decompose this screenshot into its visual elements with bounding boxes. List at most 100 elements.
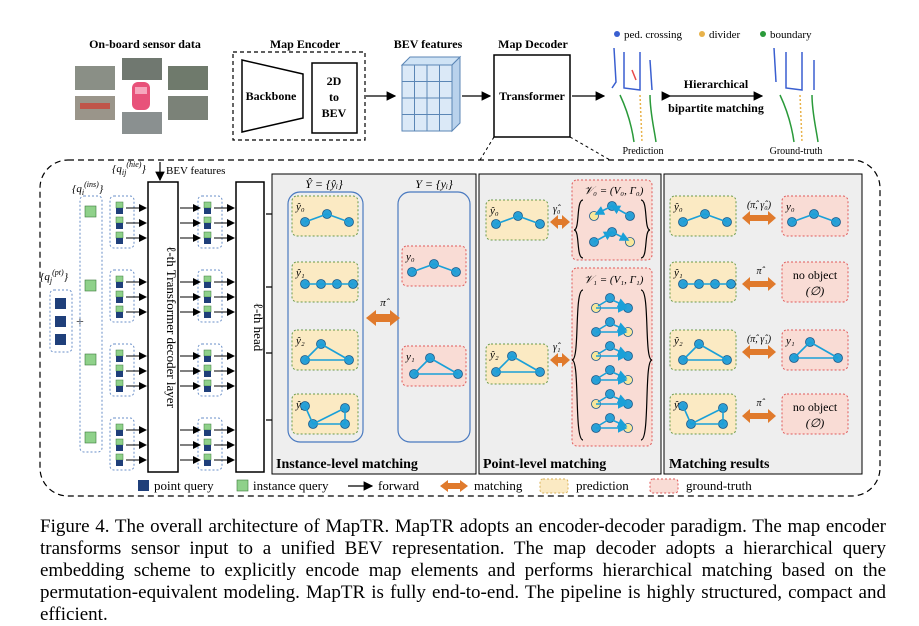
to-bev-line-2: to — [329, 90, 339, 104]
hie-query-instance-part — [115, 349, 124, 357]
matching-arrow — [742, 211, 776, 225]
set-label: 𝒱₁ = (V₁, Γ₁) — [584, 274, 644, 286]
hie-query-group — [109, 195, 135, 249]
bev-grid — [400, 55, 462, 133]
hie-query-point-part — [116, 386, 123, 392]
result-prediction-label: ŷ₂ — [673, 335, 683, 347]
car-icon — [132, 82, 150, 110]
onboard-label: On-board sensor data — [89, 37, 201, 51]
output-instance-part — [203, 438, 212, 446]
graph-edge — [597, 299, 609, 307]
boundary-dot — [760, 31, 766, 37]
matching-arrow — [742, 345, 776, 359]
matching-arrow — [742, 409, 776, 423]
hie-query-instance-part — [115, 438, 124, 446]
transformer-layer-label: ℓ-th Transformer decoder layer — [164, 246, 179, 408]
instance-query-group — [79, 195, 103, 453]
instance-query — [84, 205, 97, 218]
graph-directed-edge — [611, 322, 628, 332]
ground-truth-label: y₀ — [405, 251, 415, 263]
map-encoder-label: Map Encoder — [270, 37, 341, 51]
graph-edge — [793, 341, 811, 359]
prediction-label: Prediction — [622, 146, 663, 157]
graph-edge — [429, 357, 459, 375]
prediction-label: ŷ₁ — [295, 267, 305, 279]
legend-ground-truth: ground-truth — [686, 478, 752, 493]
result-prediction-label: ŷ₁ — [673, 267, 683, 279]
hie-query-instance-part — [115, 275, 124, 283]
ground-truth-label: Ground-truth — [770, 146, 823, 157]
hie-query-point-part — [116, 297, 123, 303]
decoder-bev-features-label: BEV features — [166, 165, 225, 177]
graph-edge — [326, 213, 350, 223]
result-arrow-label: π̂ — [756, 398, 765, 409]
prediction-label: ŷ₃ — [295, 399, 305, 411]
graph-edge — [411, 263, 435, 273]
result-prediction-label: ŷ₃ — [673, 399, 683, 411]
output-instance-part — [203, 453, 212, 461]
graph-edge — [597, 347, 609, 355]
graph-edge — [597, 323, 609, 331]
output-instance-part — [203, 364, 212, 372]
hie-query-instance-part — [115, 231, 124, 239]
head-label: ℓ-th head — [251, 303, 266, 352]
backbone-trapezoid — [241, 59, 304, 133]
hie-query-group — [109, 269, 135, 323]
prediction-label: ŷ₂ — [489, 349, 499, 361]
graph-directed-edge — [611, 370, 628, 380]
map-encoder-box — [232, 51, 366, 141]
to-bev-box — [311, 62, 358, 134]
instance-query — [84, 431, 97, 444]
ground-truth-map — [773, 47, 819, 143]
legend-prediction-swatch — [539, 478, 569, 494]
left-brace — [573, 199, 584, 259]
divider-dot — [699, 31, 705, 37]
hie-query-instance-part — [115, 379, 124, 387]
graph-edge — [791, 213, 815, 223]
output-point-part — [204, 386, 211, 392]
hie-query-point-part — [116, 312, 123, 318]
output-instance-part — [203, 423, 212, 431]
graph-edge — [597, 371, 609, 379]
instance-query — [84, 353, 97, 366]
graph-directed-edge — [611, 418, 628, 428]
output-point-part — [204, 238, 211, 244]
hie-query-column — [109, 195, 147, 471]
graph-edge — [597, 419, 609, 427]
transformer-box — [493, 54, 571, 138]
hie-query-group — [109, 343, 135, 397]
graph-directed-edge — [611, 346, 628, 356]
output-instance-part — [203, 201, 212, 209]
no-object-label: no object — [793, 268, 838, 282]
graph-edge — [495, 215, 519, 225]
zoom-line-right — [569, 136, 611, 161]
q-pt-label: {qj(pt)} — [40, 268, 69, 285]
graph-edge — [682, 213, 706, 223]
hie-query-point-part — [116, 223, 123, 229]
output-point-part — [204, 371, 211, 377]
hierarchical-line-1: Hierarchical — [684, 77, 749, 91]
graph-directed-edge — [594, 205, 613, 215]
decoder-detail-container — [39, 159, 881, 497]
output-point-part — [204, 445, 211, 451]
graph-edge — [597, 395, 609, 403]
output-point-part — [204, 356, 211, 362]
hie-query-group — [109, 417, 135, 471]
head-box — [235, 181, 265, 473]
output-instance-part — [203, 305, 212, 313]
instance-matching-arrow — [366, 310, 400, 326]
backbone-label: Backbone — [246, 89, 297, 103]
graph-edge — [304, 343, 322, 361]
instance-query — [84, 279, 97, 292]
output-point-part — [204, 460, 211, 466]
result-target-label: y₁ — [785, 335, 795, 347]
point-query — [55, 316, 66, 327]
pred-set-outline — [287, 191, 364, 443]
graph-edge — [413, 357, 431, 375]
graph-edge — [690, 407, 724, 425]
layer-output-column — [180, 195, 235, 471]
graph-directed-edge — [611, 298, 628, 308]
prediction-label: ŷ₀ — [489, 205, 499, 217]
gt-set-label: Y = {yᵢ} — [415, 177, 453, 191]
ground-truth-label: y₁ — [405, 351, 415, 363]
